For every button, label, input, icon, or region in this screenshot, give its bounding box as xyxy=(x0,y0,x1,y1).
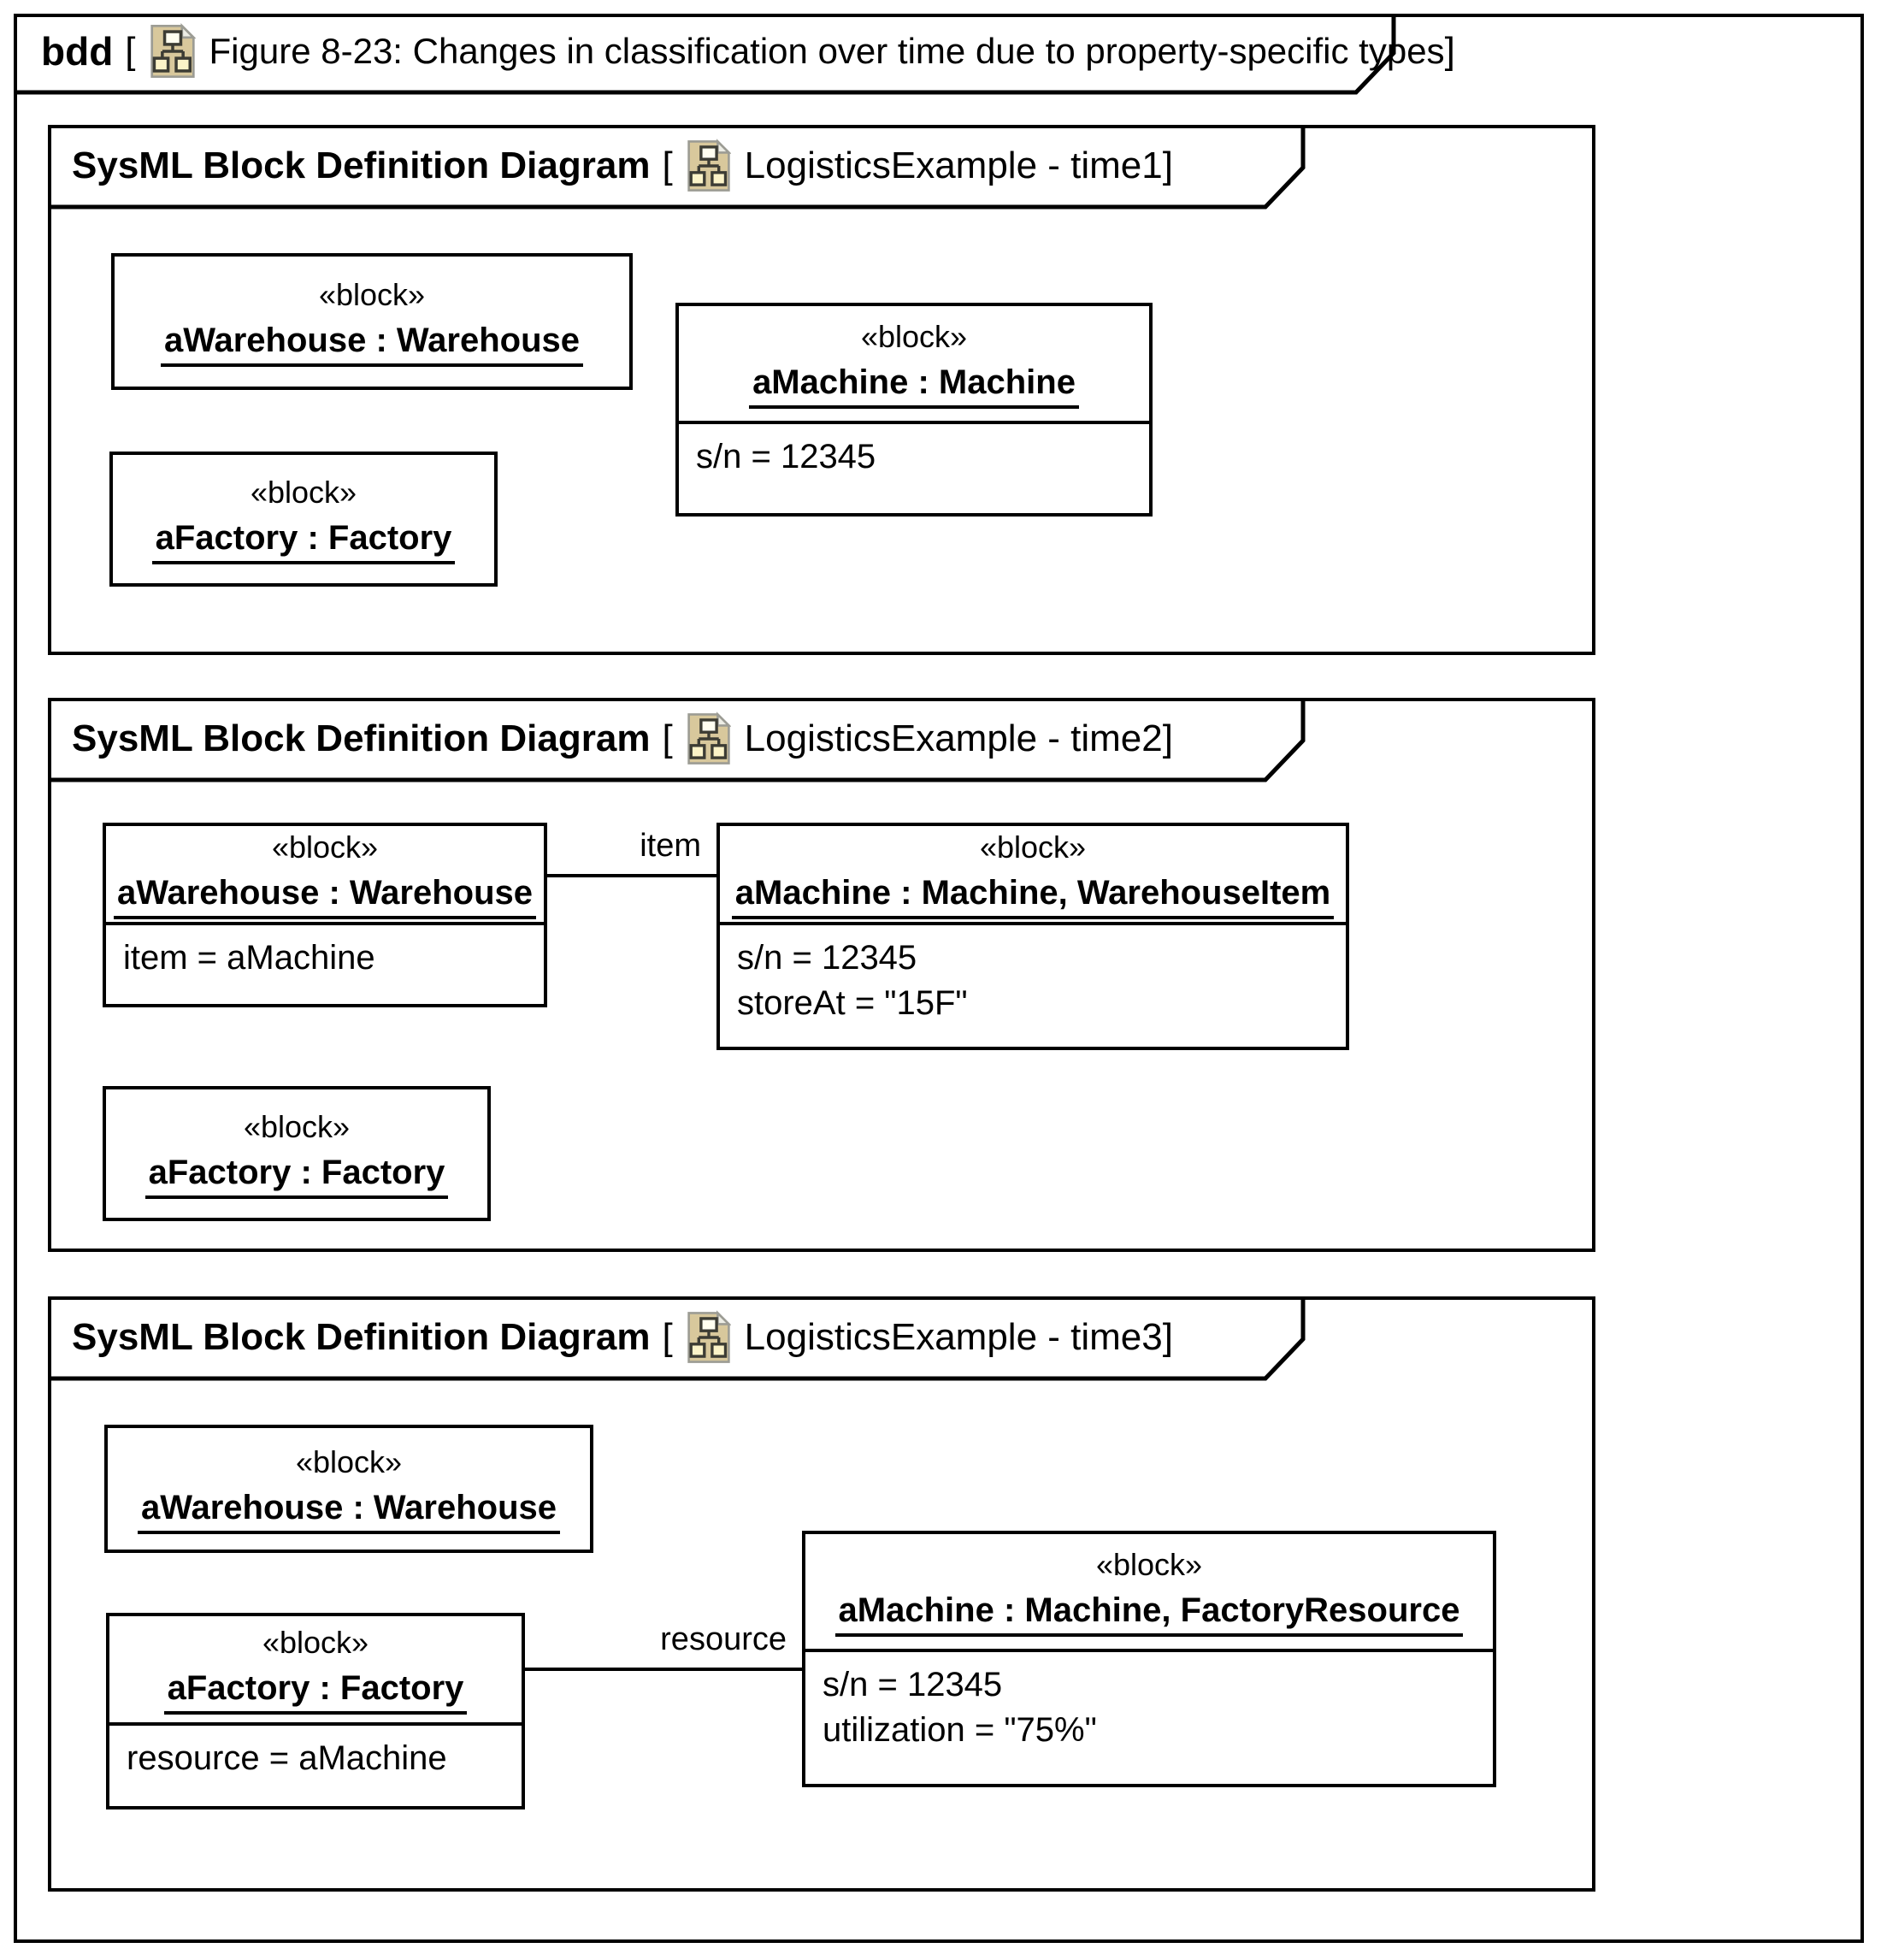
block-awarehouse-time2: «block» aWarehouse : Warehouse item = aM… xyxy=(103,823,547,1007)
stereotype-label: «block» xyxy=(295,1443,403,1479)
block-name: aFactory : Factory xyxy=(144,1154,449,1199)
frame-diagram-name: LogisticsExample - time3 xyxy=(744,1316,1163,1358)
block-name: aWarehouse : Warehouse xyxy=(160,322,584,367)
close-bracket: ] xyxy=(1162,145,1173,186)
value-line: utilization = "75%" xyxy=(823,1710,1097,1749)
bdd-title: Figure 8-23: Changes in classification o… xyxy=(209,31,1445,71)
value-compartment: s/n = 12345 xyxy=(679,424,1149,490)
block-afactory-time3: «block» aFactory : Factory resource = aM… xyxy=(106,1613,525,1809)
block-name-compartment: «block» aWarehouse : Warehouse xyxy=(106,826,544,925)
stereotype-label: «block» xyxy=(271,829,379,865)
block-name: aFactory : Factory xyxy=(163,1669,468,1715)
close-bracket: ] xyxy=(1162,1316,1173,1358)
block-name: aMachine : Machine, WarehouseItem xyxy=(731,874,1335,919)
frame-time2-header: SysML Block Definition Diagram [ Logisti… xyxy=(72,711,1183,766)
value-compartment: s/n = 12345 utilization = "75%" xyxy=(805,1652,1493,1763)
block-name-compartment: «block» aFactory : Factory xyxy=(109,1616,522,1726)
diagram-icon xyxy=(687,139,732,193)
close-bracket: ] xyxy=(1162,717,1173,759)
open-bracket: [ xyxy=(662,145,673,186)
close-bracket: ] xyxy=(1444,30,1455,72)
connector-label-item: item xyxy=(640,828,701,864)
value-line: s/n = 12345 xyxy=(737,939,917,977)
frame-diagram-name: LogisticsExample - time1 xyxy=(744,145,1163,186)
frame-heading: SysML Block Definition Diagram xyxy=(72,1316,651,1358)
block-name-compartment: «block» aMachine : Machine, FactoryResou… xyxy=(805,1534,1493,1652)
bdd-frame-header: bdd [ Figure 8-23: Changes in classifica… xyxy=(41,23,1465,80)
stereotype-label: «block» xyxy=(860,318,968,354)
value-line: storeAt = "15F" xyxy=(737,983,968,1022)
block-name-compartment: «block» aMachine : Machine, WarehouseIte… xyxy=(720,826,1346,925)
block-amachine-time2: «block» aMachine : Machine, WarehouseIte… xyxy=(716,823,1349,1050)
block-name: aFactory : Factory xyxy=(151,519,456,564)
frame-time3-header: SysML Block Definition Diagram [ Logisti… xyxy=(72,1310,1183,1365)
stereotype-label: «block» xyxy=(262,1624,369,1660)
block-name: aMachine : Machine, FactoryResource xyxy=(834,1591,1464,1637)
stereotype-label: «block» xyxy=(318,276,426,312)
open-bracket: [ xyxy=(125,30,136,72)
diagram-icon xyxy=(150,23,197,80)
block-awarehouse-time3: «block» aWarehouse : Warehouse xyxy=(104,1425,593,1553)
value-line: item = aMachine xyxy=(123,939,375,977)
diagram-icon xyxy=(687,1310,732,1365)
block-name-compartment: «block» aFactory : Factory xyxy=(113,455,494,583)
frame-heading: SysML Block Definition Diagram xyxy=(72,145,651,186)
value-compartment: item = aMachine xyxy=(106,925,544,991)
frame-time1-header: SysML Block Definition Diagram [ Logisti… xyxy=(72,139,1183,193)
block-name-compartment: «block» aWarehouse : Warehouse xyxy=(115,257,629,387)
diagram-icon xyxy=(687,711,732,766)
block-name-compartment: «block» aWarehouse : Warehouse xyxy=(108,1428,590,1550)
value-compartment: resource = aMachine xyxy=(109,1726,522,1792)
stereotype-label: «block» xyxy=(250,474,357,510)
block-afactory-time2: «block» aFactory : Factory xyxy=(103,1086,491,1221)
frame-diagram-name: LogisticsExample - time2 xyxy=(744,717,1163,759)
frame-heading: SysML Block Definition Diagram xyxy=(72,717,651,759)
stereotype-label: «block» xyxy=(1095,1546,1203,1582)
value-line: s/n = 12345 xyxy=(696,438,876,475)
block-afactory-time1: «block» aFactory : Factory xyxy=(109,452,498,587)
block-name: aMachine : Machine xyxy=(749,363,1079,409)
block-name-compartment: «block» aMachine : Machine xyxy=(679,306,1149,424)
value-line: resource = aMachine xyxy=(127,1739,447,1777)
block-name: aWarehouse : Warehouse xyxy=(113,874,537,919)
block-amachine-time3: «block» aMachine : Machine, FactoryResou… xyxy=(802,1531,1496,1787)
block-name-compartment: «block» aFactory : Factory xyxy=(106,1089,487,1218)
block-amachine-time1: «block» aMachine : Machine s/n = 12345 xyxy=(675,303,1153,517)
value-line: s/n = 12345 xyxy=(823,1666,1003,1703)
open-bracket: [ xyxy=(662,717,673,759)
stereotype-label: «block» xyxy=(243,1108,351,1144)
connector-label-resource: resource xyxy=(660,1621,787,1657)
bdd-keyword: bdd xyxy=(41,29,114,74)
block-name: aWarehouse : Warehouse xyxy=(137,1489,561,1534)
open-bracket: [ xyxy=(662,1316,673,1358)
value-compartment: s/n = 12345 storeAt = "15F" xyxy=(720,925,1346,1036)
stereotype-label: «block» xyxy=(979,829,1087,865)
block-awarehouse-time1: «block» aWarehouse : Warehouse xyxy=(111,253,633,390)
